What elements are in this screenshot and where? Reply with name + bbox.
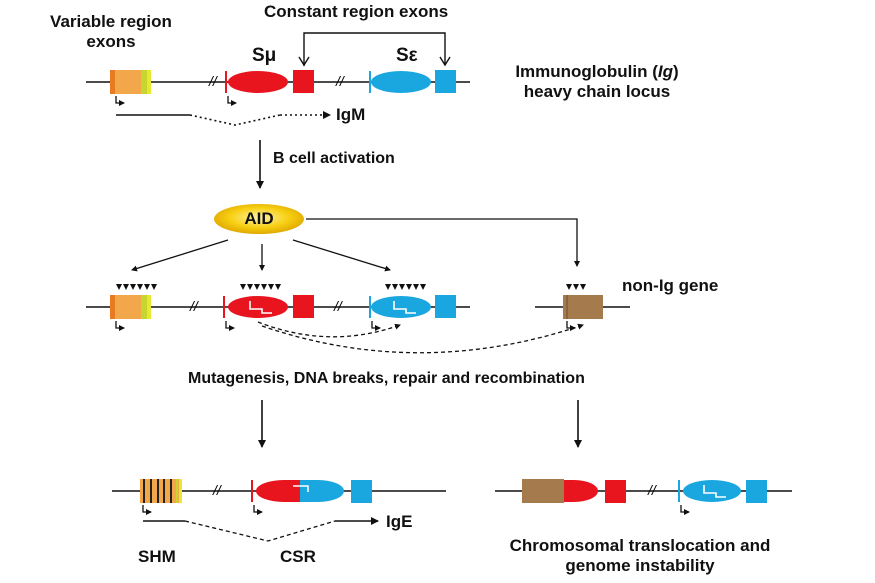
s-epsilon-switch-region [371,71,431,93]
translocated-locus: // [495,479,792,515]
igm-transcript-arrow [116,111,331,126]
dsb-break-mu [249,301,272,314]
break-mark: // [208,73,219,89]
s-epsilon-label: Sε [396,45,418,66]
csr-label: CSR [280,547,316,566]
c-epsilon-exon [351,480,372,503]
ig-locus-label-line1: Immunoglobulin (Ig) [515,62,679,81]
c-epsilon-exon [435,70,456,93]
igm-label: IgM [336,105,366,124]
c-mu-exon [605,480,626,503]
mutation-marks [116,284,586,290]
csr-recombination-arc [257,321,401,338]
aid-label: AID [244,209,274,228]
s-mu-switch-region [228,71,288,93]
aid-badge [214,204,304,234]
break-mark: // [189,298,200,314]
break-mark: // [212,482,223,498]
ige-label: IgE [386,512,413,531]
aid-targeting-arrows [131,218,580,272]
variable-region-exons [110,70,151,94]
promoter-arrow [115,96,125,106]
non-ig-gene-label: non-Ig gene [622,276,719,295]
s-mu-fragment [564,480,598,502]
c-epsilon-exon [746,480,767,503]
dsb-break-epsilon [393,301,416,314]
s-epsilon-switch-region [683,480,741,502]
hybrid-switch-region [256,480,344,502]
break-mark: // [333,298,344,314]
c-mu-exon [293,70,314,93]
translocation-label: Chromosomal translocation and genome ins… [470,536,810,575]
variable-region-label: Variable region exons [40,12,182,51]
s-mu-switch-region [228,296,288,318]
switched-locus: // [112,479,446,542]
translocation-label-line1: Chromosomal translocation and [509,536,771,555]
b-cell-activation-label: B cell activation [273,150,395,167]
germline-locus: // // [86,32,470,126]
s-mu-label: Sμ [252,45,277,66]
ige-transcript-arrow [143,517,379,542]
mutagenesis-label: Mutagenesis, DNA breaks, repair and reco… [188,370,585,387]
aid-targeted-locus: // // [86,284,630,354]
translocation-label-line2: genome instability [565,555,715,575]
non-ig-gene-fragment [522,479,564,503]
shm-label: SHM [138,547,176,566]
hypermutated-v-exon [140,479,182,503]
ig-locus-label: Immunoglobulin (Ig) heavy chain locus [487,62,707,101]
variable-region-label-line1: Variable region [50,12,172,31]
variable-region-exons [110,295,151,319]
mutation-marks-smu [240,284,281,290]
promoter-arrow [227,96,237,106]
s-epsilon-switch-region [371,296,431,318]
ig-locus-label-line2: heavy chain locus [523,81,671,101]
translocation-arc [261,323,584,354]
break-mark: // [647,482,658,498]
mutation-marks-non-ig [566,284,586,290]
mutation-marks-v [116,284,157,290]
constant-region-label: Constant region exons [264,2,449,21]
constant-region-bracket [303,32,446,66]
mutation-marks-seps [385,284,426,290]
non-ig-gene-box [563,295,603,319]
variable-region-label-line2: exons [86,31,136,51]
break-mark: // [335,73,346,89]
